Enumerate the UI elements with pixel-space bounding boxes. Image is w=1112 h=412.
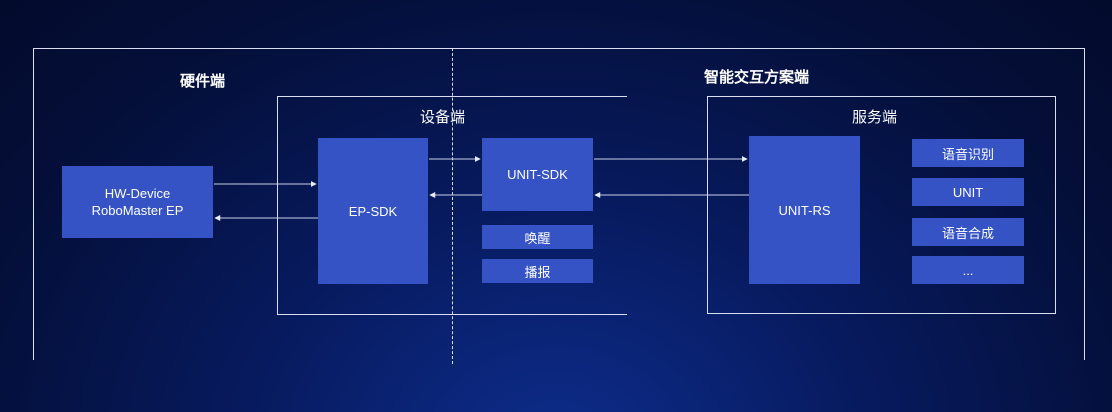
- hw-device-label: HW-Device: [104, 186, 171, 201]
- speech-recognition-box: 语音识别: [912, 139, 1024, 167]
- section-divider: [452, 48, 453, 364]
- hw-device-model-label: RoboMaster EP: [91, 203, 184, 218]
- unit-sdk-label: UNIT-SDK: [507, 167, 568, 182]
- broadcast-box: 播报: [482, 259, 593, 283]
- unit-box: UNIT: [912, 178, 1024, 206]
- unit-sdk-box: UNIT-SDK: [482, 138, 593, 211]
- outer-frame-left: [33, 48, 34, 360]
- speech-synthesis-box: 语音合成: [912, 218, 1024, 246]
- wake-label: 唤醒: [524, 230, 551, 246]
- hardware-section-title: 硬件端: [180, 73, 226, 90]
- service-region-title: 服务端: [852, 109, 898, 126]
- device-region-top: [277, 96, 627, 97]
- hw-device-box: HW-Device RoboMaster EP: [62, 166, 213, 238]
- broadcast-label: 播报: [524, 264, 551, 280]
- speech-recognition-label: 语音识别: [941, 146, 994, 162]
- ep-sdk-label: EP-SDK: [348, 203, 398, 219]
- device-region-title: 设备端: [420, 109, 466, 126]
- more-box: ...: [912, 256, 1024, 284]
- unit-rs-box: UNIT-RS: [749, 136, 860, 284]
- smart-solution-section-title: 智能交互方案端: [704, 69, 810, 86]
- device-region-bottom: [277, 314, 627, 315]
- unit-rs-label: UNIT-RS: [778, 202, 831, 218]
- outer-frame-top: [33, 48, 1085, 49]
- wake-box: 唤醒: [482, 225, 593, 249]
- ep-sdk-box: EP-SDK: [318, 138, 428, 284]
- outer-frame-right: [1084, 48, 1085, 360]
- unit-label: UNIT: [952, 184, 984, 200]
- speech-synthesis-label: 语音合成: [941, 225, 994, 241]
- more-label: ...: [962, 262, 974, 278]
- service-region: [707, 96, 1056, 314]
- device-region-left: [277, 96, 278, 314]
